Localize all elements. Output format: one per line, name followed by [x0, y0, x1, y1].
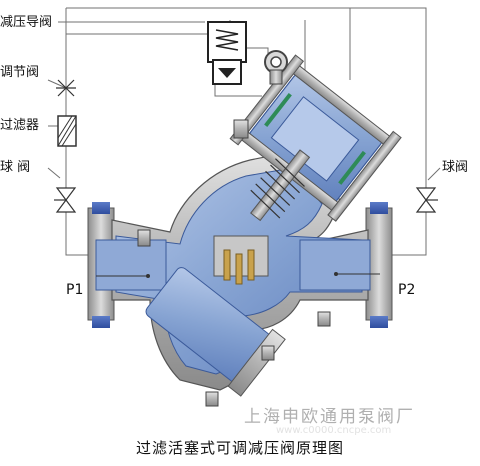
leader-lines	[47, 21, 441, 181]
label-filter: 过滤器	[0, 118, 40, 133]
diagram-caption: 过滤活塞式可调减压阀原理图	[135, 439, 344, 457]
label-p1: P1	[66, 282, 84, 298]
ball-valve-right-symbol	[415, 187, 438, 213]
valve-body	[87, 50, 402, 407]
filter-symbol	[57, 115, 77, 147]
company-name: 上海申欧通用泵阀厂	[244, 407, 415, 427]
label-throttle-valve: 调节阀	[0, 65, 40, 80]
label-ball-valve-left: 球 阀	[0, 160, 31, 175]
ball-valve-left-symbol	[54, 187, 77, 213]
label-p2: P2	[398, 282, 416, 298]
pilot-valve	[207, 21, 247, 85]
watermark: www.c0000.cncpe.com	[276, 425, 392, 436]
label-ball-valve-right: 球阀	[442, 160, 469, 175]
lifting-eye	[264, 50, 288, 85]
throttle-valve-symbol	[56, 79, 76, 97]
valve-seat	[213, 235, 269, 285]
label-pilot-valve: 减压导阀	[0, 15, 53, 30]
